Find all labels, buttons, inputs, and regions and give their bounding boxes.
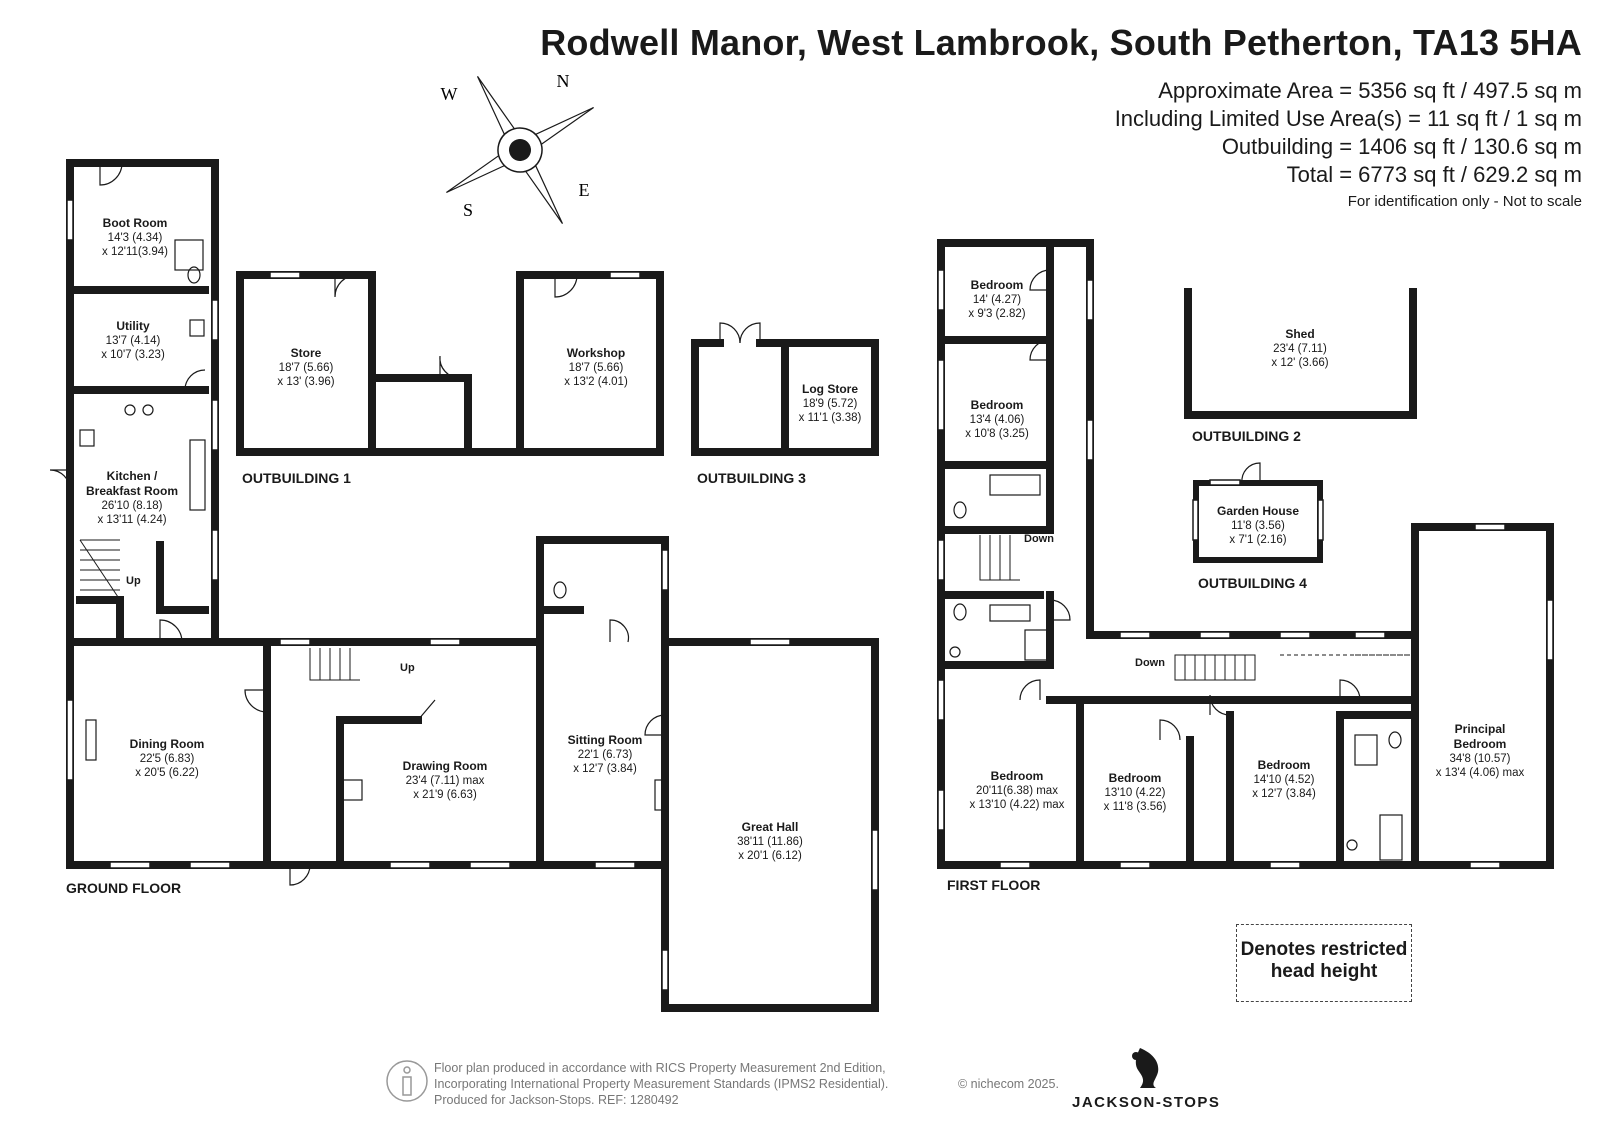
ipms-info-icon (386, 1060, 428, 1102)
compass-e: E (579, 180, 590, 200)
outbuilding-3-walls (691, 339, 879, 456)
jackson-stops-logo (1132, 1048, 1159, 1088)
label-outbuilding-4: OUTBUILDING 4 (1198, 575, 1307, 591)
stair-up-hall: Up (400, 662, 415, 674)
stairs (79, 535, 1256, 681)
stair-down-2: Down (1135, 657, 1165, 669)
fixtures (79, 239, 1403, 861)
label-outbuilding-1: OUTBUILDING 1 (242, 470, 351, 486)
outbuilding-1-walls (236, 271, 664, 456)
stair-up-kitchen: Up (126, 575, 141, 587)
label-outbuilding-3: OUTBUILDING 3 (697, 470, 806, 486)
windows (66, 199, 1554, 991)
copyright: © nichecom 2025. (958, 1077, 1059, 1091)
label-ground-floor: GROUND FLOOR (66, 880, 182, 896)
brand-name: JACKSON-STOPS (1072, 1094, 1221, 1111)
ground-floor-walls (66, 159, 879, 1012)
compass-w: W (441, 84, 458, 104)
label-outbuilding-2: OUTBUILDING 2 (1192, 428, 1301, 444)
total-area: Total = 6773 sq ft / 629.2 sq m (1286, 162, 1582, 187)
disclaimer-note: For identification only - Not to scale (1347, 193, 1582, 210)
stair-down-1: Down (1024, 533, 1054, 545)
outbuilding-2-walls (1184, 288, 1417, 419)
outbuilding-area: Outbuilding = 1406 sq ft / 130.6 sq m (1221, 134, 1582, 159)
compass-n: N (557, 71, 570, 91)
compass-s: S (463, 200, 473, 220)
limited-use-area: Including Limited Use Area(s) = 11 sq ft… (1114, 106, 1582, 131)
doors (49, 162, 1361, 886)
approx-area: Approximate Area = 5356 sq ft / 497.5 sq… (1158, 78, 1582, 103)
label-first-floor: FIRST FLOOR (947, 877, 1041, 893)
footer-notes: Floor plan produced in accordance with R… (434, 1061, 1059, 1107)
compass-rose (446, 76, 594, 224)
page-title: Rodwell Manor, West Lambrook, South Peth… (540, 22, 1582, 63)
